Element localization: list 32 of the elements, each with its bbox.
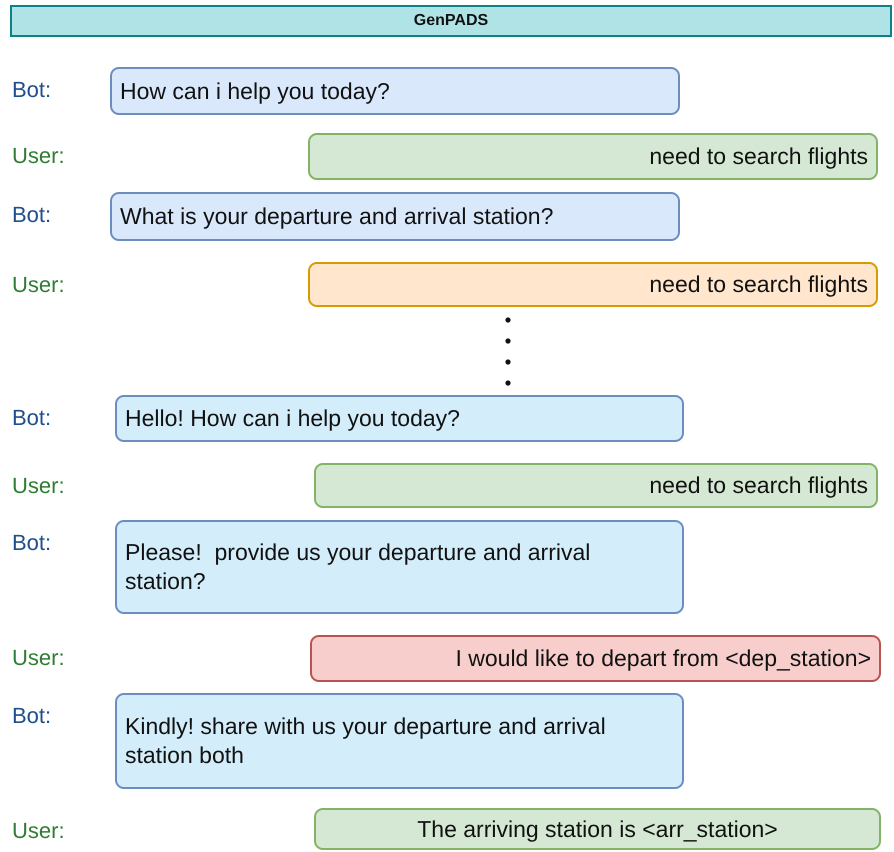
message-text: need to search flights: [649, 270, 868, 299]
chat-bubble: [308, 133, 878, 180]
chat-bubble: [110, 192, 680, 241]
chat-bubble: [314, 808, 881, 850]
chat-bubble: [110, 67, 680, 115]
chat-bubble: [308, 262, 878, 307]
speaker-label: Bot:: [12, 405, 52, 431]
speaker-label: User:: [12, 645, 65, 671]
message-text: need to search flights: [649, 142, 868, 171]
chat-bubble: [115, 395, 684, 442]
message-text: What is your departure and arrival station?: [120, 202, 554, 231]
title-banner: [10, 5, 892, 37]
chat-bubble: [115, 693, 684, 789]
message-text: Kindly! share with us your departure and arrival station both: [125, 712, 607, 770]
speaker-label: User:: [12, 818, 65, 844]
message-text: Hello! How can i help you today?: [125, 404, 460, 433]
speaker-label: User:: [12, 473, 65, 499]
chat-bubble: [314, 463, 878, 508]
speaker-label: User:: [12, 272, 65, 298]
message-text: How can i help you today?: [120, 76, 390, 106]
speaker-label: Bot:: [12, 202, 52, 228]
speaker-label: User:: [12, 143, 65, 169]
title-text: GenPADS: [414, 11, 488, 31]
message-text: The arriving station is <arr_station>: [417, 814, 778, 844]
chat-bubble: [115, 520, 684, 614]
speaker-label: Bot:: [12, 703, 52, 729]
speaker-label: Bot:: [12, 77, 52, 103]
message-text: Please! provide us your departure and arrival station?: [125, 538, 592, 596]
chat-bubble: [310, 635, 881, 682]
message-text: need to search flights: [649, 471, 868, 500]
speaker-label: Bot:: [12, 530, 52, 556]
message-text: I would like to depart from <dep_station>: [455, 644, 871, 673]
